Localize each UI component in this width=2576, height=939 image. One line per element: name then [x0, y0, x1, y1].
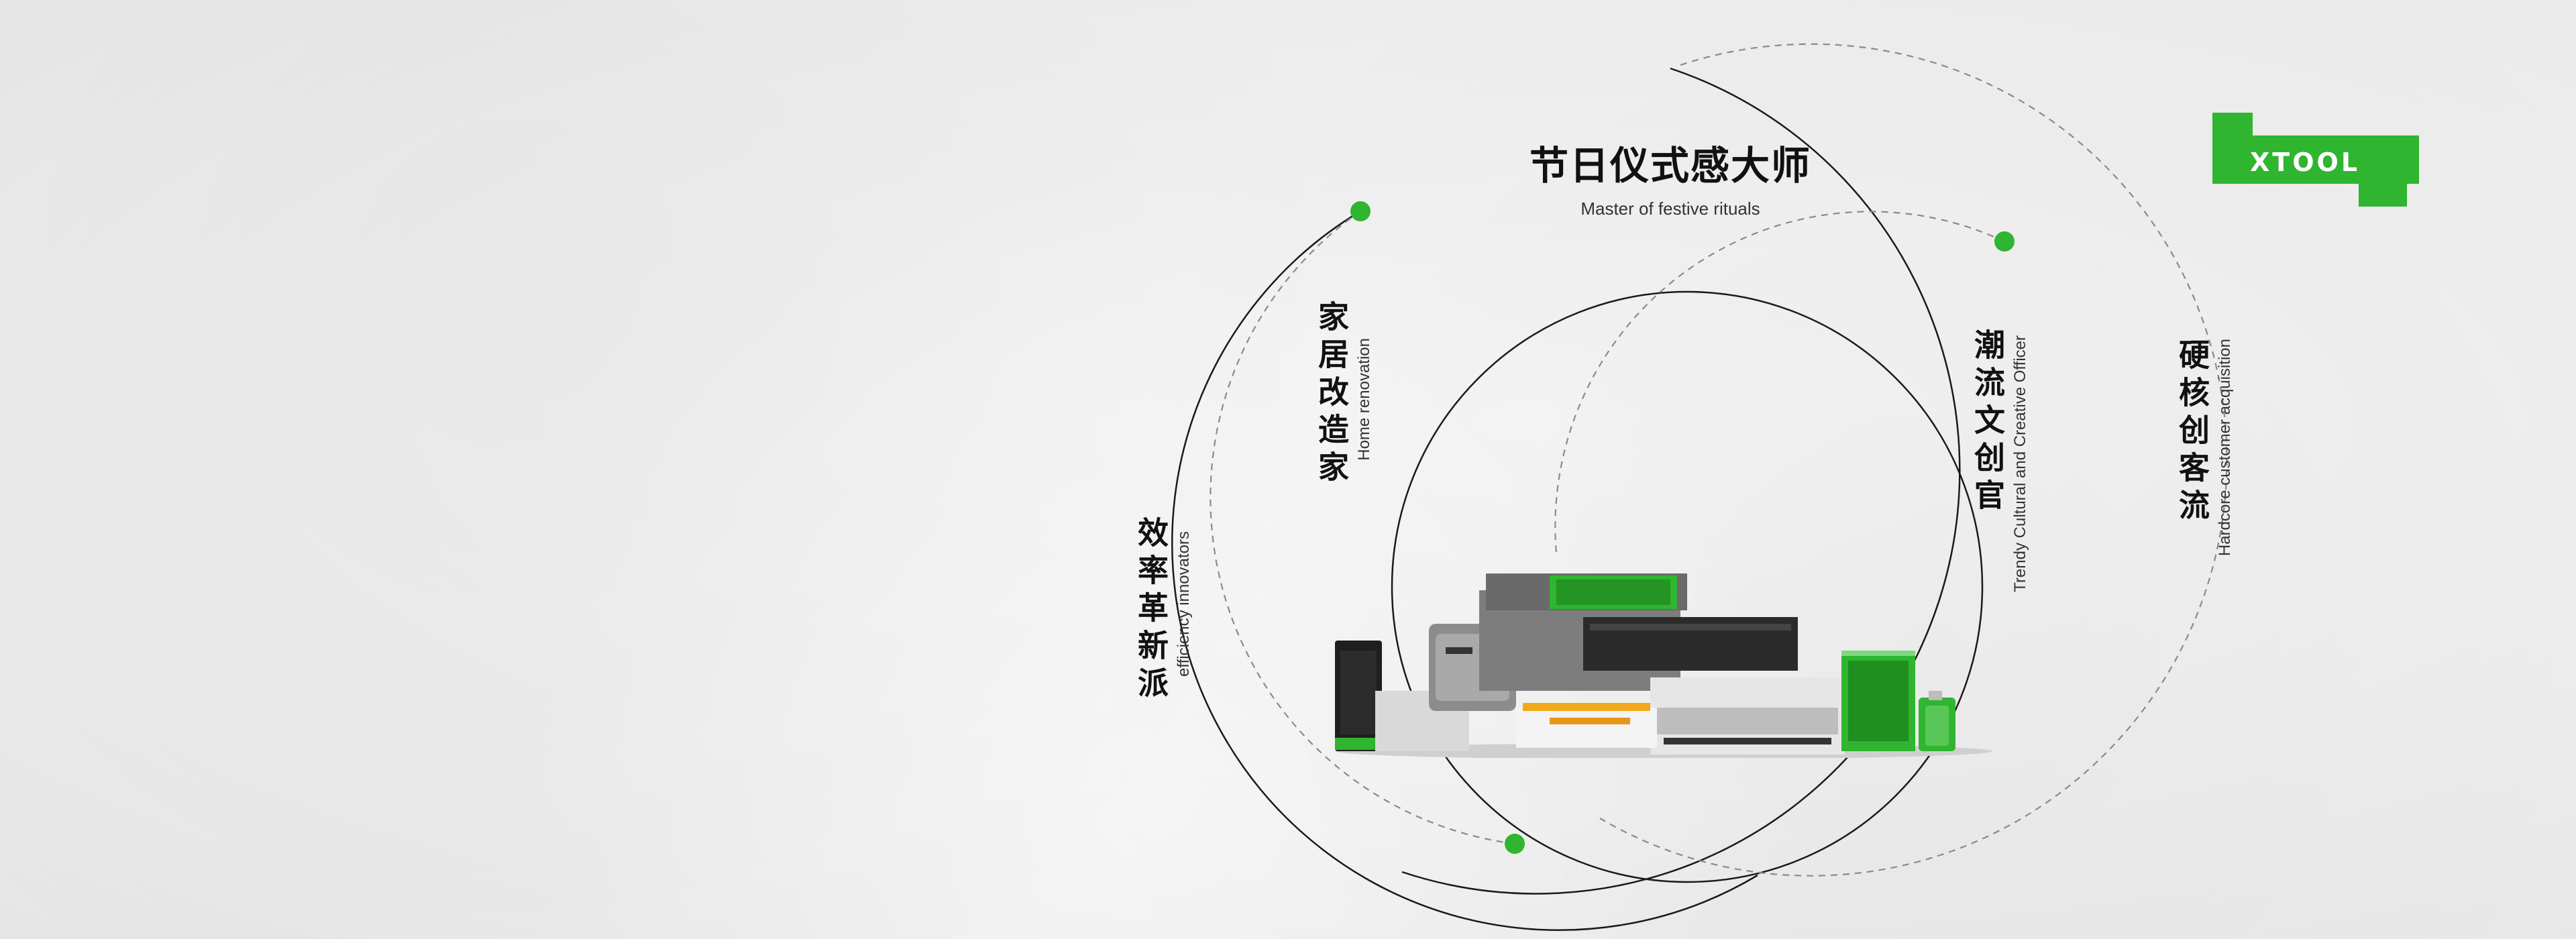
left-orbit-solid-arc: [1171, 210, 1758, 931]
persona-trendy-cultural-subtitle: Trendy Cultural and Creative Officer: [2011, 335, 2029, 592]
orbit-dot-right: [1994, 231, 2015, 252]
persona-hardcore-maker-title: 硬核创客流: [2174, 339, 2210, 527]
orbit-dot-left: [1350, 201, 1371, 221]
persona-trendy-cultural-title: 潮流文创官: [1970, 329, 2006, 516]
persona-festive-rituals: 节日仪式感大师 Master of festive rituals: [1483, 134, 1858, 219]
persona-festive-rituals-title: 节日仪式感大师: [1529, 143, 1811, 188]
persona-home-renovation: 家居改造家 Home renovation: [1313, 300, 1373, 488]
persona-efficiency-innovators-title: 效率革新派: [1133, 516, 1169, 704]
orbit-dot-bottom: [1505, 834, 1525, 854]
persona-efficiency-innovators: 效率革新派 efficiency innovators: [1133, 516, 1193, 704]
persona-hardcore-maker: 硬核创客流 Hardcore customer acquisition: [2174, 339, 2234, 557]
persona-efficiency-innovators-subtitle: efficiency innovators: [1175, 531, 1193, 677]
persona-hardcore-maker-subtitle: Hardcore customer acquisition: [2216, 339, 2234, 557]
persona-home-renovation-subtitle: Home renovation: [1355, 338, 1373, 461]
product-lineup-image: [1335, 573, 1992, 758]
outer-orbit-solid-arc: [1401, 67, 1961, 895]
persona-home-renovation-title: 家居改造家: [1313, 300, 1350, 488]
inner-orbit-dashed-arc: [1554, 211, 2005, 554]
xtool-logo: XTOOL: [2212, 113, 2420, 207]
persona-trendy-cultural: 潮流文创官 Trendy Cultural and Creative Offic…: [1970, 329, 2029, 592]
xtool-logo-icon: [2212, 113, 2419, 207]
persona-festive-rituals-subtitle: Master of festive rituals: [1580, 199, 1760, 219]
xtool-logo-wordmark: XTOOL: [2250, 148, 2361, 177]
inner-orbit-solid: [1391, 290, 1984, 883]
right-orbit-dashed-arc: [1599, 43, 2228, 877]
